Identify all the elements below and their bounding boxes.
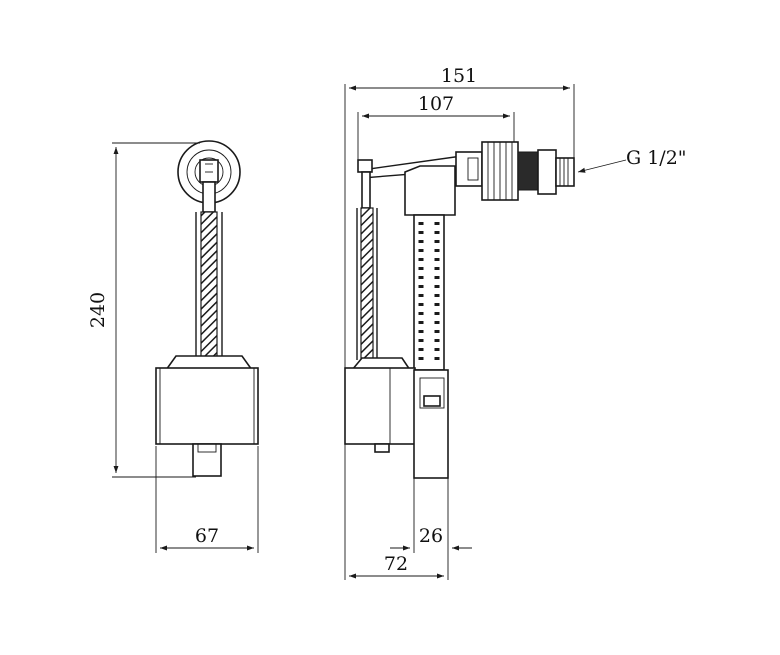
pipe-notches [418,222,440,365]
valve-housing [404,165,456,216]
float-body [155,367,259,445]
side-width-label: 72 [384,553,408,575]
dimension-front-width: 67 [155,446,259,553]
inlet-stem [202,181,216,213]
dimension-height: 240 [87,142,200,478]
length-body-label: 107 [418,93,454,115]
side-float-body [344,367,416,445]
dimension-side-width: 72 [349,553,449,580]
front-width-label: 67 [195,525,219,547]
threaded-rod [200,211,218,361]
pipe-width-label: 26 [419,525,443,547]
length-total-label: 151 [441,65,477,87]
dimension-length-total: 151 [344,65,575,580]
front-view [155,140,259,477]
thread-callout: G 1/2" [577,147,687,173]
dimension-length-body: 107 [357,93,515,160]
height-label: 240 [87,292,109,328]
g-thread-end [555,157,575,187]
side-view [344,141,575,479]
outlet-stem [192,443,222,477]
side-threaded-rod [360,207,374,361]
thread-label: G 1/2" [626,147,687,169]
dimension-pipe-width: 26 [390,478,472,553]
vertical-pipe [413,214,445,371]
washer [517,151,539,191]
arm-tip [357,159,373,173]
lower-pipe [413,369,449,479]
